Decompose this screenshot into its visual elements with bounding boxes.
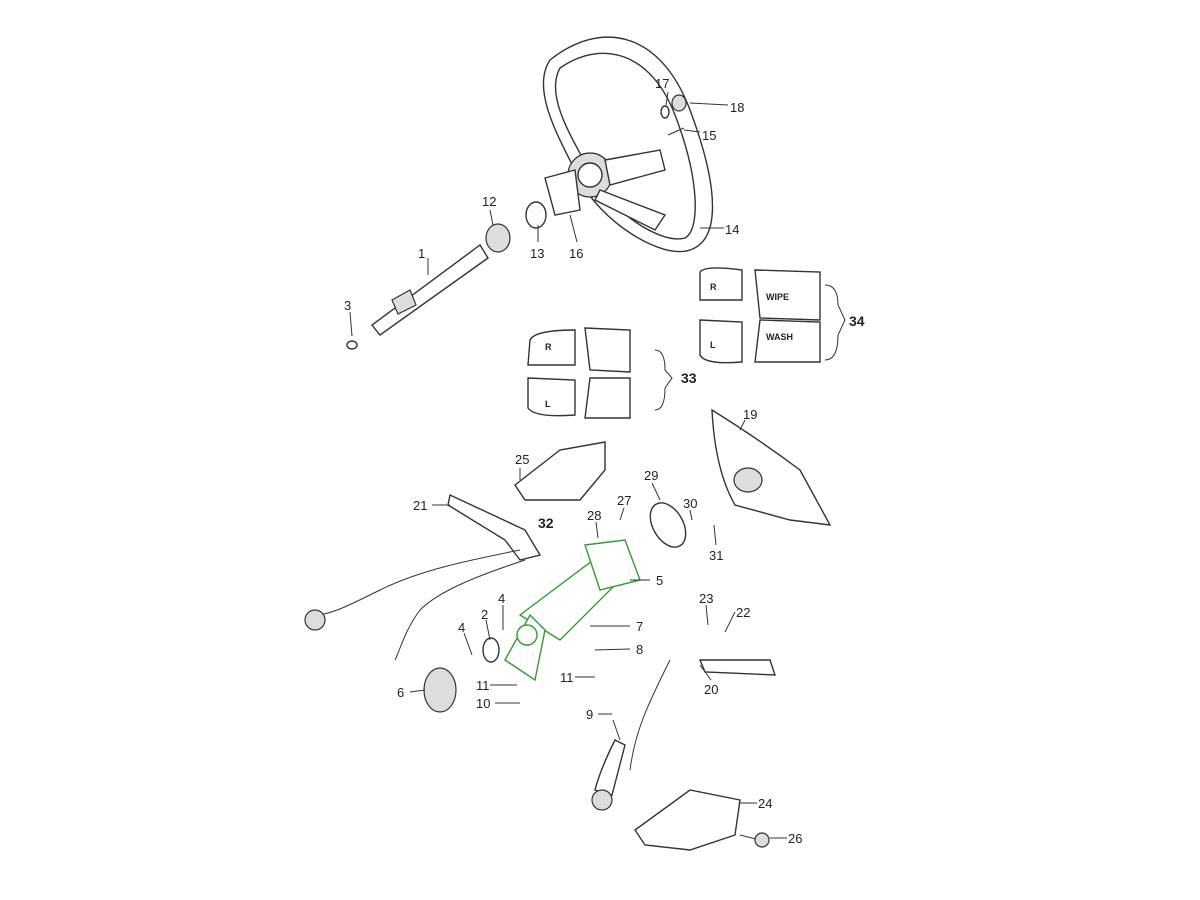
callout-32[interactable]: 32 <box>538 515 554 531</box>
svg-text:L: L <box>710 340 716 350</box>
svg-text:R: R <box>545 342 552 352</box>
callout-18[interactable]: 18 <box>730 100 744 115</box>
callout-2[interactable]: 2 <box>481 607 488 622</box>
callout-3[interactable]: 3 <box>344 298 351 313</box>
callout-14[interactable]: 14 <box>725 222 739 237</box>
leader-lines <box>349 91 787 839</box>
callout-33[interactable]: 33 <box>681 370 697 386</box>
callout-25[interactable]: 25 <box>515 452 529 467</box>
callout-28[interactable]: 28 <box>587 508 601 523</box>
callout-16[interactable]: 16 <box>569 246 583 261</box>
callout-15[interactable]: 15 <box>702 128 716 143</box>
callout-26[interactable]: 26 <box>788 831 802 846</box>
svg-text:R: R <box>710 282 717 292</box>
callout-20[interactable]: 20 <box>704 682 718 697</box>
hub-parts <box>485 94 687 253</box>
callout-31[interactable]: 31 <box>709 548 723 563</box>
callout-10[interactable]: 10 <box>476 696 490 711</box>
callout-11a[interactable]: 11 <box>476 678 490 693</box>
callout-4b[interactable]: 4 <box>458 620 465 635</box>
switch-panel-33: R L <box>527 327 673 419</box>
callout-27[interactable]: 27 <box>617 493 631 508</box>
column-cover-upper <box>514 441 606 501</box>
callout-9[interactable]: 9 <box>586 707 593 722</box>
callout-29[interactable]: 29 <box>644 468 658 483</box>
callout-19[interactable]: 19 <box>743 407 757 422</box>
callout-11b[interactable]: 11 <box>560 670 574 685</box>
callout-21[interactable]: 21 <box>413 498 427 513</box>
callout-7[interactable]: 7 <box>636 619 643 634</box>
svg-text:WIPE: WIPE <box>766 292 789 302</box>
column-tube-highlighted[interactable] <box>504 539 641 682</box>
callout-23[interactable]: 23 <box>699 591 713 606</box>
callout-12[interactable]: 12 <box>482 194 496 209</box>
callout-13[interactable]: 13 <box>530 246 544 261</box>
callout-8[interactable]: 8 <box>636 642 643 657</box>
callout-6[interactable]: 6 <box>397 685 404 700</box>
svg-text:WASH: WASH <box>766 332 793 342</box>
callout-labels: 1 2 3 4 4 5 6 7 8 9 10 11 11 12 13 14 15… <box>344 76 865 846</box>
svg-text:L: L <box>545 399 551 409</box>
switch-lever-21 <box>447 493 542 561</box>
hub-cover <box>711 408 832 526</box>
callout-17[interactable]: 17 <box>655 76 669 91</box>
callout-34[interactable]: 34 <box>849 313 865 329</box>
callout-5[interactable]: 5 <box>656 573 663 588</box>
callout-22[interactable]: 22 <box>736 605 750 620</box>
callout-24[interactable]: 24 <box>758 796 772 811</box>
steering-wheel[interactable] <box>542 36 714 253</box>
callout-30[interactable]: 30 <box>683 496 697 511</box>
callout-1[interactable]: 1 <box>418 246 425 261</box>
steering-shaft[interactable] <box>346 243 489 350</box>
callout-4a[interactable]: 4 <box>498 591 505 606</box>
switch-panel-34: R L WIPE WASH <box>699 267 846 364</box>
